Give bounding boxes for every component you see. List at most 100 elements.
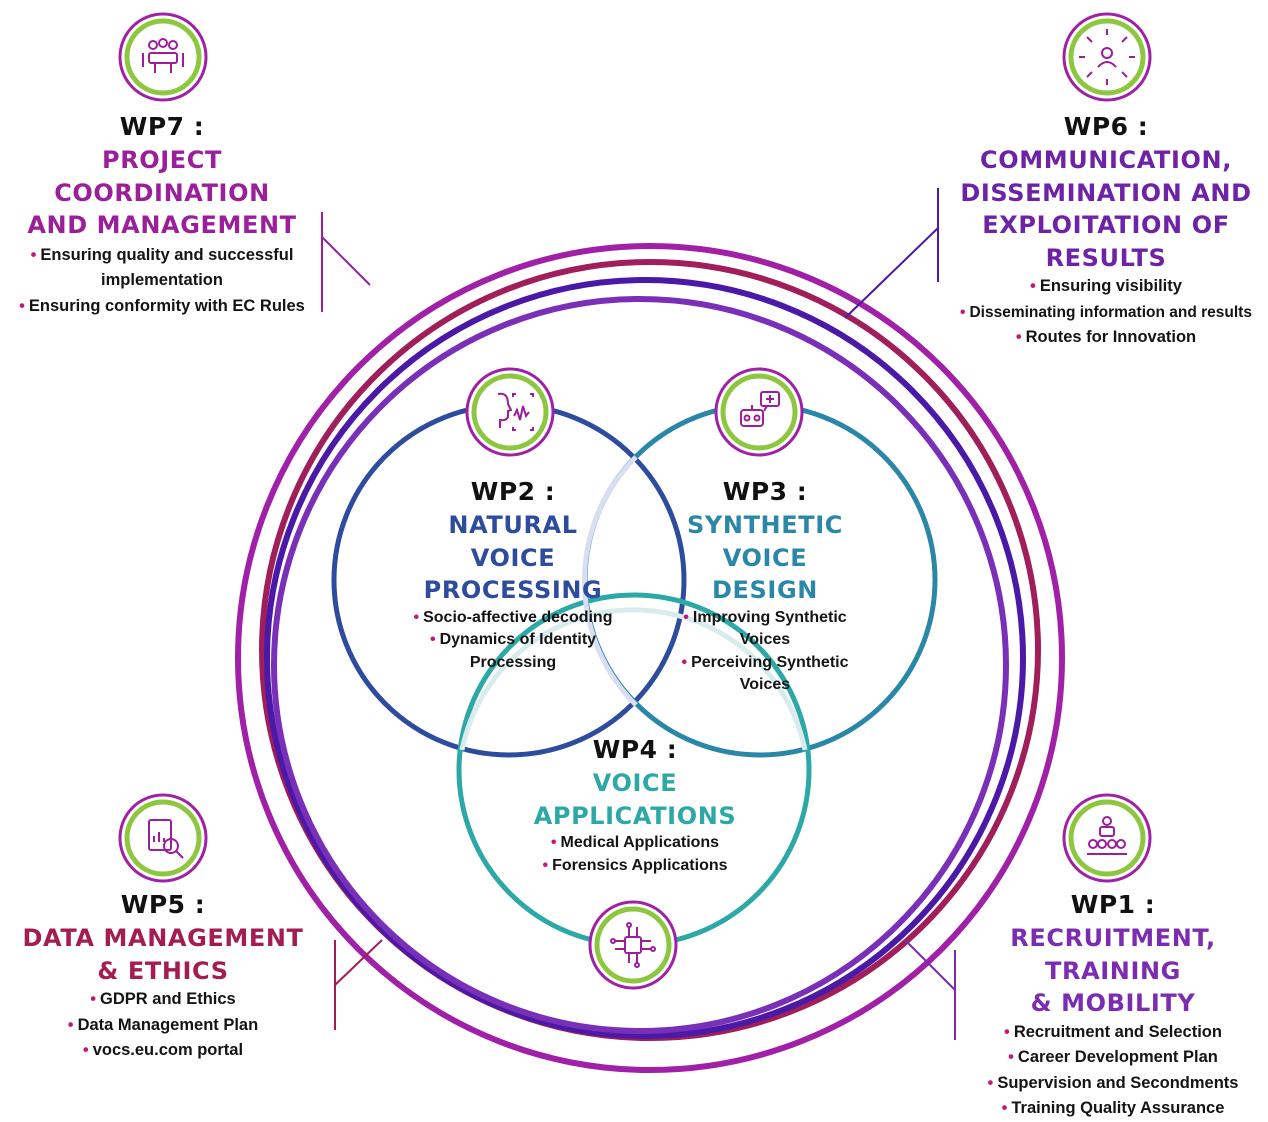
wp2-block: WP2 : NATURAL VOICE PROCESSING •Socio-af…	[393, 477, 633, 674]
wp1-title-line: TRAINING	[1045, 956, 1181, 985]
bullet-text: Disseminating information and results	[969, 303, 1252, 321]
wp1-block: WP1 : RECRUITMENT, TRAINING & MOBILITY •…	[968, 890, 1258, 1122]
wp5-title-line: & ETHICS	[97, 956, 229, 985]
wp6-title-line: DISSEMINATION AND	[960, 178, 1252, 207]
wp5-bullets: •GDPR and Ethics •Data Management Plan •…	[4, 987, 322, 1064]
wp3-bullets: •Improving Synthetic Voices •Perceiving …	[660, 607, 870, 697]
bullet-text: Training Quality Assurance	[1011, 1099, 1225, 1117]
bullet-item: •Data Management Plan	[67, 1015, 259, 1034]
bullet-text: Forensics Applications	[552, 856, 728, 874]
wp1-title-line: & MOBILITY	[1030, 989, 1196, 1017]
bullet-text: vocs.eu.com portal	[92, 1041, 244, 1059]
bullet-item: •Dynamics of Identity Processing	[429, 631, 597, 671]
wp5-code: WP5 :	[120, 890, 206, 919]
wp2-bullets: •Socio-affective decoding •Dynamics of I…	[393, 607, 633, 675]
bullet-text: Supervision and Secondments	[997, 1073, 1239, 1092]
wp6-title-line: RESULTS	[1045, 243, 1167, 272]
wp6-title: COMMUNICATION, DISSEMINATION AND EXPLOIT…	[945, 144, 1267, 274]
wp4-code: WP4 :	[592, 735, 678, 764]
bullet-item: •Ensuring quality and successful impleme…	[30, 245, 294, 290]
connector-wp1	[904, 939, 956, 1040]
wp4-block: WP4 : VOICE APPLICATIONS •Medical Applic…	[510, 735, 760, 877]
wp3-title: SYNTHETIC VOICE DESIGN	[660, 509, 870, 607]
wp2-title-line: NATURAL	[448, 511, 578, 539]
wp5-title: DATA MANAGEMENT & ETHICS	[4, 922, 322, 987]
connector-wp7	[321, 212, 371, 312]
wp6-block: WP6 : COMMUNICATION, DISSEMINATION AND E…	[945, 112, 1267, 351]
outer-ring-violet	[271, 296, 1009, 1034]
bullet-text: Perceiving Synthetic Voices	[691, 653, 849, 694]
wp6-title-line: EXPLOITATION OF	[982, 211, 1230, 239]
wp3-code: WP3 :	[722, 477, 808, 506]
bullet-item: •Supervision and Secondments	[987, 1073, 1239, 1092]
wp7-bullets: •Ensuring quality and successful impleme…	[10, 243, 314, 320]
wp7-title-line: COORDINATION	[54, 178, 270, 207]
connector-wp5	[334, 939, 383, 1030]
wp2-title-line: VOICE	[470, 543, 556, 572]
wp1-bullets: •Recruitment and Selection •Career Devel…	[968, 1020, 1258, 1122]
wp6-code: WP6 :	[1063, 112, 1149, 141]
wp3-title-line: VOICE	[722, 543, 808, 572]
chip-circuit-icon	[610, 922, 656, 968]
wp4-title-line: VOICE	[592, 769, 678, 797]
wp1-title: RECRUITMENT, TRAINING & MOBILITY	[968, 922, 1258, 1020]
bullet-item: •Training Quality Assurance	[1001, 1099, 1225, 1117]
bullet-item: •GDPR and Ethics	[90, 990, 236, 1008]
bullet-item: •Socio-affective decoding	[413, 608, 613, 626]
wp3-block: WP3 : SYNTHETIC VOICE DESIGN •Improving …	[660, 477, 870, 697]
bullet-text: Recruitment and Selection	[1013, 1022, 1222, 1041]
wp4-title: VOICE APPLICATIONS	[510, 767, 760, 832]
wp6-bullets: •Ensuring visibility •Disseminating info…	[945, 274, 1267, 351]
wp6-title-line: COMMUNICATION,	[980, 146, 1232, 174]
connector-wp6	[844, 188, 939, 319]
bullet-text: Socio-affective decoding	[423, 608, 613, 626]
bullet-text: Ensuring visibility	[1039, 277, 1182, 295]
wp7-code: WP7 :	[119, 112, 205, 141]
bullet-text: Ensuring conformity with EC Rules	[28, 296, 305, 315]
wp4-title-line: APPLICATIONS	[533, 801, 737, 830]
bullet-text: Improving Synthetic Voices	[692, 608, 847, 649]
overlap-arc-bottom	[459, 607, 808, 751]
bullet-item: •Forensics Applications	[542, 856, 728, 874]
data-search-icon	[148, 819, 184, 859]
wp3-title-line: SYNTHETIC	[687, 511, 843, 539]
bullet-item: •Ensuring visibility	[1030, 277, 1182, 295]
wp2-badge	[465, 367, 555, 457]
outer-ring-purple	[235, 243, 1065, 1073]
bullet-text: Dynamics of Identity Processing	[439, 631, 597, 671]
wp2-title: NATURAL VOICE PROCESSING	[393, 509, 633, 607]
wp3-badge	[714, 367, 804, 457]
wp3-title-line: DESIGN	[712, 576, 818, 604]
bullet-text: Career Development Plan	[1017, 1048, 1218, 1066]
outer-ring-indigo	[264, 277, 1026, 1039]
robot-speech-icon	[740, 391, 780, 427]
bullet-item: •Career Development Plan	[1008, 1048, 1218, 1066]
voice-face-icon	[497, 392, 534, 431]
wp2-title-line: PROCESSING	[423, 576, 603, 604]
network-person-icon	[1079, 29, 1135, 85]
wp7-title-line: AND MANAGEMENT	[27, 211, 297, 239]
wp4-badge	[588, 900, 678, 990]
bullet-item: •Perceiving Synthetic Voices	[681, 653, 849, 694]
overlap-arc-left	[581, 455, 638, 707]
bullet-item: •Ensuring conformity with EC Rules	[19, 296, 305, 315]
bullet-text: GDPR and Ethics	[100, 990, 236, 1008]
bullet-text: Data Management Plan	[77, 1015, 259, 1034]
bullet-item: •Improving Synthetic Voices	[683, 608, 847, 649]
bullet-item: •Medical Applications	[550, 834, 720, 851]
bullet-text: Medical Applications	[560, 834, 720, 851]
presenter-audience-icon	[1087, 816, 1127, 855]
bullet-text: Routes for Innovation	[1025, 328, 1197, 346]
wp7-title: PROJECT COORDINATION AND MANAGEMENT	[10, 144, 314, 242]
bullet-item: •Recruitment and Selection	[1004, 1022, 1222, 1041]
bullet-item: •Disseminating information and results	[960, 303, 1252, 321]
wp7-block: WP7 : PROJECT COORDINATION AND MANAGEMEN…	[10, 112, 314, 319]
meeting-icon	[142, 38, 184, 73]
wp1-badge	[1062, 793, 1152, 883]
wp7-badge	[118, 12, 208, 102]
wp5-block: WP5 : DATA MANAGEMENT & ETHICS •GDPR and…	[4, 890, 322, 1064]
bullet-item: •Routes for Innovation	[1015, 328, 1197, 346]
wp7-title-line: PROJECT	[102, 146, 222, 174]
wp1-title-line: RECRUITMENT,	[1010, 924, 1216, 952]
